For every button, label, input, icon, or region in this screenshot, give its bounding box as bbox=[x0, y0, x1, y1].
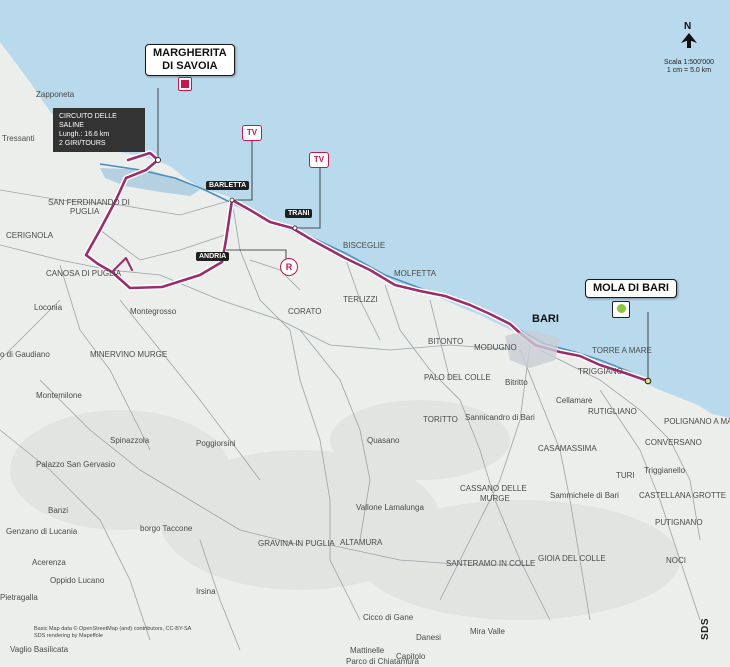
place-label: SAN FERDINANDO DI bbox=[48, 198, 130, 207]
place-label: TRIGGIANO bbox=[578, 367, 623, 376]
town-tag-andria: ANDRIA bbox=[196, 252, 230, 261]
place-label: Capitolo bbox=[396, 652, 426, 661]
place-label: GRAVINA IN PUGLIA bbox=[258, 539, 335, 548]
finish-town-label: MOLA DI BARI bbox=[593, 282, 669, 294]
bari-city-label: BARI bbox=[532, 313, 559, 325]
place-label: Palazzo San Gervasio bbox=[36, 460, 116, 469]
place-label: CERIGNOLA bbox=[6, 231, 54, 240]
place-label: CANOSA DI PUGLIA bbox=[46, 269, 122, 278]
sea-area bbox=[0, 0, 730, 418]
map-scale: Scala 1:500'000 1 cm = 5.0 km bbox=[662, 59, 716, 75]
place-label: Vaglio Basilicata bbox=[10, 645, 69, 654]
tv-icon: TV bbox=[242, 125, 262, 141]
start-town-line2: DI SAVOIA bbox=[162, 60, 218, 72]
place-label: CASSANO DELLE bbox=[460, 484, 527, 493]
place-label: o di Gaudiano bbox=[0, 350, 50, 359]
start-town-box: MARGHERITA DI SAVOIA bbox=[145, 44, 235, 76]
place-label: CONVERSANO bbox=[645, 438, 702, 447]
place-label: Mattinelle bbox=[350, 646, 385, 655]
start-flag-icon bbox=[178, 77, 192, 91]
north-arrow-icon bbox=[681, 33, 697, 48]
credits-line1: Basic Map data © OpenStreetMap (and) con… bbox=[34, 626, 192, 632]
scale-ratio: Scala 1:500'000 bbox=[664, 59, 714, 66]
circuit-info-box: CIRCUITO DELLE SALINE Lungh.: 16.6 km 2 … bbox=[53, 108, 145, 152]
place-label: PALO DEL COLLE bbox=[424, 373, 491, 382]
place-label: CORATO bbox=[288, 307, 321, 316]
tv-icon: TV bbox=[309, 152, 329, 168]
place-label: Montemilone bbox=[36, 391, 82, 400]
place-label: Bitritto bbox=[505, 378, 528, 387]
place-label: PUGLIA bbox=[70, 207, 100, 216]
place-label: Pietragalla bbox=[0, 593, 38, 602]
place-label: BITONTO bbox=[428, 337, 463, 346]
bari-urban-area bbox=[505, 330, 560, 368]
place-label: Genzano di Lucania bbox=[6, 527, 78, 536]
place-label: POLIGNANO A MARE bbox=[664, 417, 730, 426]
place-label: MOLFETTA bbox=[394, 269, 437, 278]
start-town-line1: MARGHERITA bbox=[153, 47, 227, 59]
place-label: Spinazzola bbox=[110, 436, 150, 445]
circuit-length: Lungh.: 16.6 km bbox=[59, 131, 110, 138]
place-label: RUTIGLIANO bbox=[588, 407, 637, 416]
refuel-icon: R bbox=[280, 258, 298, 276]
salt-pans bbox=[100, 168, 200, 196]
place-label: Sannicandro di Bari bbox=[465, 413, 535, 422]
town-tag-trani: TRANI bbox=[285, 209, 313, 218]
place-label: Parco di Chiatamura bbox=[346, 657, 419, 666]
place-label: Acerenza bbox=[32, 558, 66, 567]
map-credits: Basic Map data © OpenStreetMap (and) con… bbox=[34, 626, 191, 640]
place-label: Zapponeta bbox=[36, 90, 75, 99]
place-label: Sammichele di Bari bbox=[550, 491, 619, 500]
start-marker bbox=[155, 157, 161, 163]
place-label: CASAMASSIMA bbox=[538, 444, 597, 453]
place-label: Mira Valle bbox=[470, 627, 506, 636]
finish-flag-icon bbox=[612, 301, 630, 318]
place-label: CASTELLANA GROTTE bbox=[639, 491, 726, 500]
road-network bbox=[0, 189, 701, 651]
north-label: N bbox=[684, 21, 691, 32]
place-label: Oppido Lucano bbox=[50, 576, 105, 585]
place-label: TERLIZZI bbox=[343, 295, 378, 304]
place-label: BISCEGLIE bbox=[343, 241, 385, 250]
place-label: Quasano bbox=[367, 436, 400, 445]
place-label: NOCI bbox=[666, 556, 686, 565]
sds-logo: SDS bbox=[700, 617, 711, 640]
place-label: ALTAMURA bbox=[340, 538, 383, 547]
place-label: Irsina bbox=[196, 587, 216, 596]
circuit-name: CIRCUITO DELLE SALINE bbox=[59, 113, 117, 129]
place-labels: Zapponeta Tressanti SAN FERDINANDO DI PU… bbox=[0, 90, 730, 666]
circuit-laps: 2 GIRI/TOURS bbox=[59, 140, 106, 147]
place-label: SANTERAMO IN COLLE bbox=[446, 559, 535, 568]
place-label: Vallone Lamalunga bbox=[356, 503, 424, 512]
place-label: Tressanti bbox=[2, 134, 35, 143]
place-label: Poggiorsini bbox=[196, 439, 236, 448]
place-label: borgo Taccone bbox=[140, 524, 193, 533]
trani-marker bbox=[292, 225, 298, 231]
place-label: Triggianello bbox=[644, 466, 686, 475]
place-label: TORRE A MARE bbox=[592, 346, 652, 355]
place-label: TORITTO bbox=[423, 415, 458, 424]
finish-marker bbox=[644, 377, 652, 385]
barletta-marker bbox=[229, 197, 235, 203]
place-label: Cicco di Gane bbox=[363, 613, 414, 622]
place-label: PUTIGNANO bbox=[655, 518, 703, 527]
place-label: Banzi bbox=[48, 506, 68, 515]
town-tag-barletta: BARLETTA bbox=[206, 181, 250, 190]
place-label: TURI bbox=[616, 471, 635, 480]
place-label: Loconia bbox=[34, 303, 63, 312]
credits-line2: SDS rendering by Mapeffole bbox=[34, 633, 103, 639]
place-label: MURGE bbox=[480, 494, 510, 503]
scale-distance: 1 cm = 5.0 km bbox=[666, 67, 712, 74]
place-label: MINERVINO MURGE bbox=[90, 350, 167, 359]
place-label: GIOIA DEL COLLE bbox=[538, 554, 606, 563]
place-label: MODUGNO bbox=[474, 343, 517, 352]
place-label: Cellamare bbox=[556, 396, 593, 405]
place-label: Montegrosso bbox=[130, 307, 177, 316]
place-label: Danesi bbox=[416, 633, 441, 642]
finish-town-box: MOLA DI BARI bbox=[585, 279, 677, 298]
